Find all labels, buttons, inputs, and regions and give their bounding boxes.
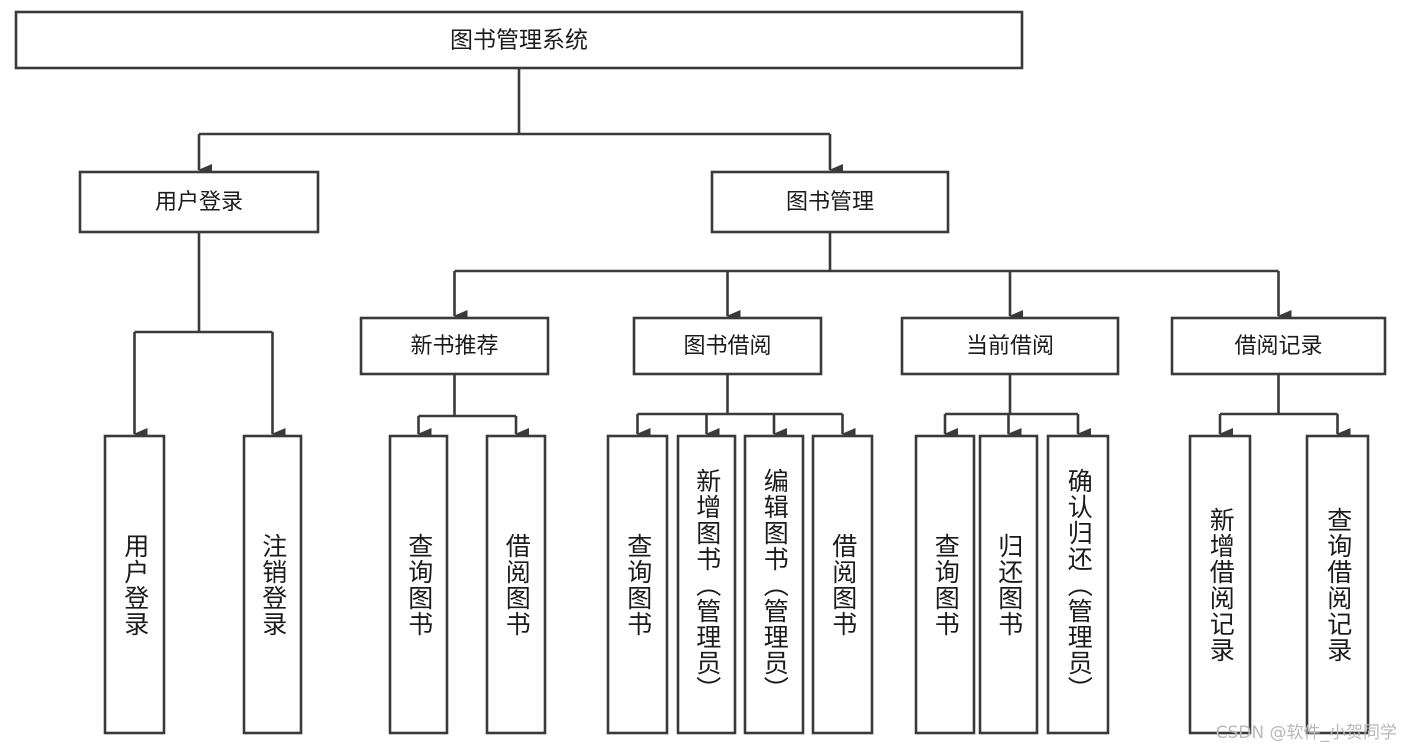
node-level2-0[interactable] bbox=[359, 316, 550, 376]
node-level1-1[interactable] bbox=[710, 170, 950, 234]
node-level1-0[interactable] bbox=[78, 170, 320, 234]
node-leaf-8[interactable] bbox=[914, 434, 976, 735]
node-level2-label-2: 当前借阅 bbox=[966, 334, 1054, 359]
node-leaf-2[interactable] bbox=[388, 434, 449, 735]
node-leaf-7[interactable] bbox=[811, 434, 874, 735]
node-level2-label-0: 新书推荐 bbox=[410, 334, 498, 359]
node-leaf-11[interactable] bbox=[1188, 434, 1252, 735]
node-leaf-4[interactable] bbox=[606, 434, 669, 735]
node-leaf-6[interactable] bbox=[743, 434, 805, 735]
node-level1-label-0: 用户登录 bbox=[155, 190, 243, 215]
edge-layer bbox=[133, 68, 1351, 440]
node-level2-1[interactable] bbox=[632, 316, 823, 376]
node-leaf-10[interactable] bbox=[1046, 434, 1110, 735]
watermark: CSDN @软件_小贺同学 bbox=[1215, 723, 1397, 743]
node-leaf-9[interactable] bbox=[978, 434, 1039, 735]
node-root[interactable] bbox=[14, 10, 1024, 70]
node-level2-label-3: 借阅记录 bbox=[1234, 334, 1322, 359]
node-level2-2[interactable] bbox=[900, 316, 1120, 376]
node-level1-label-1: 图书管理 bbox=[786, 190, 874, 215]
node-leaf-0[interactable] bbox=[103, 434, 166, 735]
node-leaf-5[interactable] bbox=[676, 434, 737, 735]
node-level2-label-1: 图书借阅 bbox=[683, 334, 771, 359]
node-leaf-1[interactable] bbox=[242, 434, 303, 735]
node-root-label: 图书管理系统 bbox=[450, 28, 588, 54]
box-layer bbox=[14, 10, 1387, 735]
node-leaf-3[interactable] bbox=[485, 434, 547, 735]
node-leaf-12[interactable] bbox=[1305, 434, 1370, 735]
node-level2-3[interactable] bbox=[1170, 316, 1387, 376]
